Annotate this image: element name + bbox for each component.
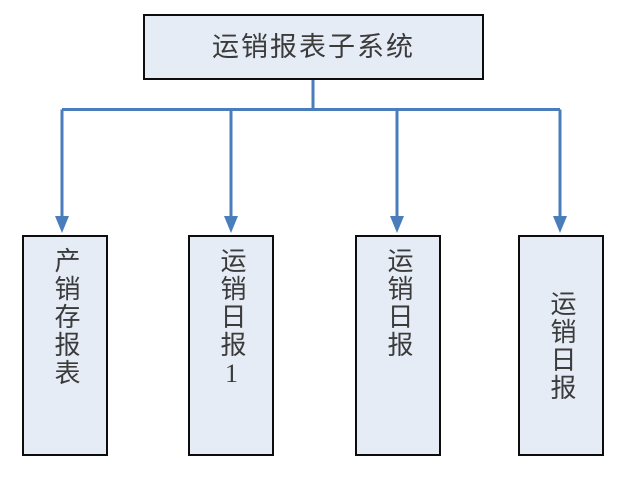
node-child-2[interactable]: 运销日报1 bbox=[188, 235, 274, 456]
node-root[interactable]: 运销报表子系统 bbox=[143, 14, 484, 80]
node-child-4-label: 运销日报 bbox=[547, 289, 576, 402]
node-child-3[interactable]: 运销日报 bbox=[355, 235, 441, 456]
node-child-1-label: 产销存报表 bbox=[51, 247, 80, 387]
arrowhead-4 bbox=[553, 216, 567, 233]
node-child-2-label: 运销日报1 bbox=[217, 247, 246, 390]
arrowhead-3 bbox=[390, 216, 404, 233]
node-child-3-label: 运销日报 bbox=[384, 247, 413, 359]
arrowhead-1 bbox=[55, 216, 69, 233]
node-root-label: 运销报表子系统 bbox=[212, 31, 415, 62]
node-child-4[interactable]: 运销日报 bbox=[518, 235, 604, 456]
node-child-1[interactable]: 产销存报表 bbox=[22, 235, 108, 456]
arrowhead-2 bbox=[224, 216, 238, 233]
